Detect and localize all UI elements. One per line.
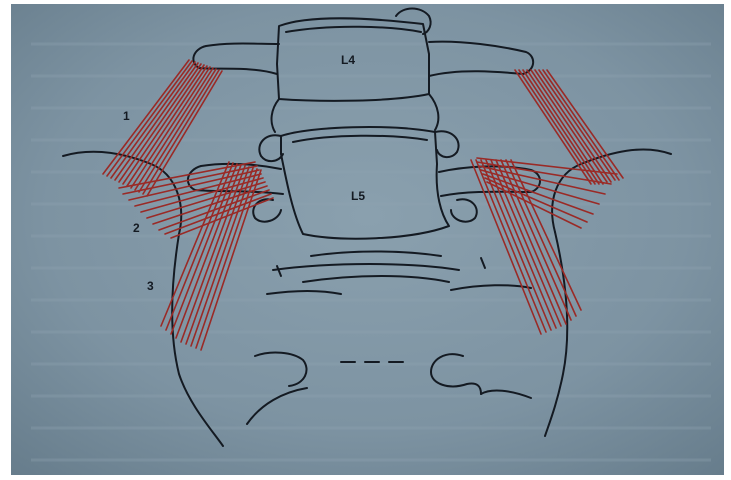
label-l4: L4 bbox=[341, 53, 355, 67]
label-ligament-2: 2 bbox=[133, 221, 140, 235]
label-l5: L5 bbox=[351, 189, 365, 203]
label-ligament-1: 1 bbox=[123, 109, 130, 123]
label-ligament-3: 3 bbox=[147, 279, 154, 293]
anatomy-slide: L4 L5 1 2 3 bbox=[11, 4, 724, 475]
